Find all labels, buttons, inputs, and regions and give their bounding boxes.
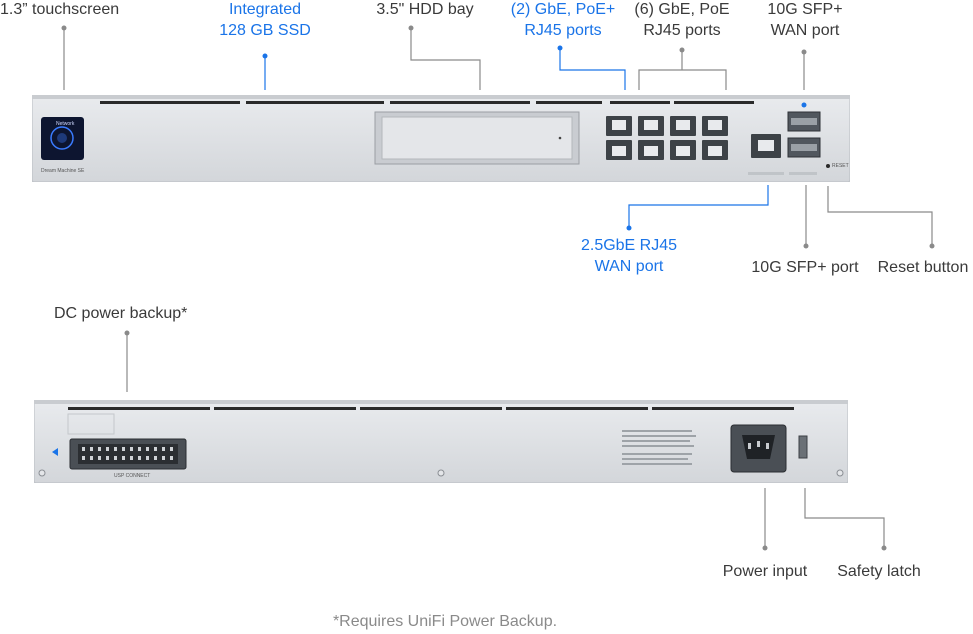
label-wan-25g: 2.5GbE RJ45 WAN port (566, 235, 692, 277)
label-gbe-line1: (6) GbE, PoE (634, 1, 730, 18)
label-sfp-wan: 10G SFP+ WAN port (752, 0, 858, 41)
label-reset-button: Reset button (877, 259, 969, 276)
label-dc-backup: DC power backup* (54, 305, 188, 322)
label-wan-25g-line1: 2.5GbE RJ45 (580, 237, 678, 254)
rear-panel-graphic (33, 399, 849, 484)
label-safety-latch: Safety latch (837, 563, 921, 580)
label-ssd: Integrated 128 GB SSD (205, 0, 325, 41)
label-power-input: Power input (722, 563, 808, 580)
brand-text: Dream Machine SE (41, 168, 85, 174)
label-sfp-wan-line1: 10G SFP+ (767, 1, 843, 18)
label-poe-line1: (2) GbE, PoE+ (510, 1, 616, 18)
label-hdd-bay: 3.5" HDD bay (376, 1, 474, 18)
front-panel-graphic (31, 94, 851, 183)
front-panel: Network Dream Machine SE RESET (31, 94, 851, 183)
label-sfp-wan-line2: WAN port (770, 22, 840, 39)
label-gbe-line2: RJ45 ports (643, 22, 721, 39)
label-sfp-port: 10G SFP+ port (751, 259, 859, 276)
label-poe-ports: (2) GbE, PoE+ RJ45 ports (500, 0, 626, 41)
label-ssd-line2: 128 GB SSD (219, 22, 311, 39)
label-poe-line2: RJ45 ports (524, 22, 602, 39)
footnote: *Requires UniFi Power Backup. (332, 613, 558, 630)
screen-label: Network (56, 121, 75, 127)
rear-panel: USP CONNECT (33, 399, 849, 484)
connector-text: USP CONNECT (114, 473, 151, 479)
label-wan-25g-line2: WAN port (594, 258, 664, 275)
label-touchscreen: 1.3” touchscreen (0, 1, 120, 18)
label-gbe-ports: (6) GbE, PoE RJ45 ports (626, 0, 738, 41)
reset-text: RESET (832, 163, 849, 169)
label-ssd-line1: Integrated (228, 1, 302, 18)
